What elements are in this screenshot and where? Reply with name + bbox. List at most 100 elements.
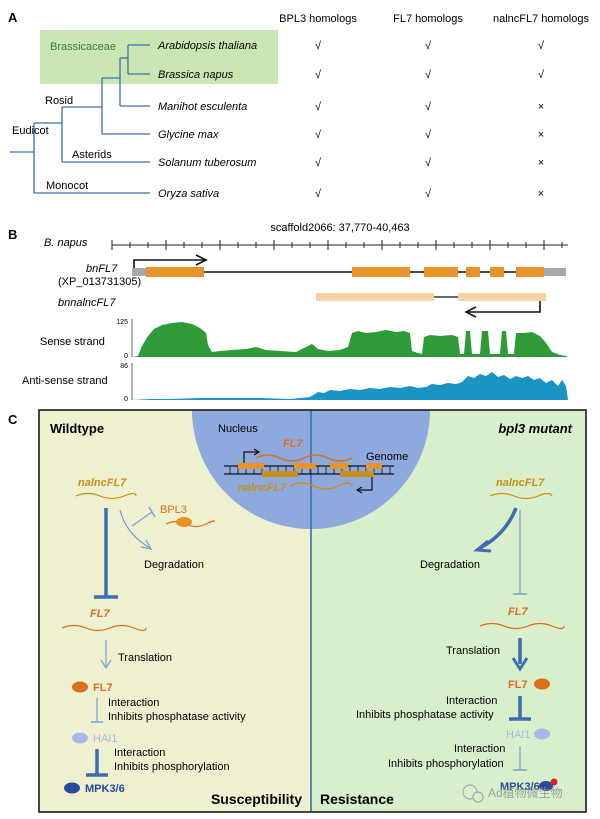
mut-fl7-protein-icon xyxy=(534,678,550,690)
fl7-exon-block xyxy=(366,463,382,469)
mut-degradation-label: Degradation xyxy=(420,559,480,571)
mark-fl7: √ xyxy=(425,101,432,113)
mut-hai1-protein-icon xyxy=(534,728,550,740)
mark-fl7: √ xyxy=(425,157,432,169)
species-label: B. napus xyxy=(44,237,88,249)
antisense-track-label: Anti-sense strand xyxy=(22,375,108,387)
wt-bpl3-label: BPL3 xyxy=(160,504,187,516)
wt-bpl3-inhibition xyxy=(131,511,153,527)
mark-nalncfl7: √ xyxy=(538,69,545,81)
wt-mpk-protein-icon xyxy=(64,782,80,794)
gene-exon xyxy=(352,267,410,277)
genome-locus: FL7 xyxy=(224,438,394,494)
wt-bpl3-binding-rna xyxy=(165,520,215,528)
col-header-fl7: FL7 homologs xyxy=(393,13,463,25)
nalnc-exon-block xyxy=(340,471,374,477)
antisense-track-max: 86 xyxy=(120,363,128,370)
lnc-exon xyxy=(458,293,546,301)
mark-fl7: √ xyxy=(425,69,432,81)
sense-coverage xyxy=(132,322,568,357)
wt-bpl3-protein xyxy=(176,517,192,527)
mark-nalncfl7: × xyxy=(538,188,544,200)
species-row: Arabidopsis thaliana √ √ √ xyxy=(157,40,545,52)
gene-id: (XP_013731305) xyxy=(58,276,141,288)
species-row: Oryza sativa √ √ × xyxy=(158,188,544,200)
col-header-nalncfl7: nalncFL7 homologs xyxy=(493,13,590,25)
lnc-arrowhead xyxy=(464,306,477,318)
species-row: Glycine max √ √ × xyxy=(158,129,544,141)
species-row: Brassica napus √ √ √ xyxy=(158,69,545,81)
species-name: Solanum tuberosum xyxy=(158,157,256,169)
wt-translation-arrowhead xyxy=(100,659,112,670)
fl7-tss-arrowhead xyxy=(253,448,261,456)
mut-degradation-arrowhead xyxy=(473,539,492,553)
wt-degradation-label: Degradation xyxy=(144,559,204,571)
ruler-ticks xyxy=(111,240,563,250)
panel-b-letter: B xyxy=(8,227,17,242)
panel-c: C Nucleus Genome FL7 xyxy=(8,409,587,813)
mut-nalncfl7-rna xyxy=(489,492,553,500)
lnc-direction-arrow xyxy=(468,301,541,313)
gene-exon xyxy=(516,267,544,277)
mut-translation-arrowhead xyxy=(511,657,529,672)
wt-translation-label: Translation xyxy=(118,652,172,664)
nalnc-tss-arrow xyxy=(358,477,373,491)
panel-c-frame xyxy=(38,409,587,813)
mut-translation-label: Translation xyxy=(446,645,500,657)
panel-a: A BPL3 homologs FL7 homologs nalncFL7 ho… xyxy=(8,10,589,200)
gene-arrowhead xyxy=(195,254,208,266)
wt-interaction2: Interaction xyxy=(114,747,165,759)
wt-fl7-mrna xyxy=(61,624,147,632)
mut-outcome: Resistance xyxy=(320,791,394,807)
mark-nalncfl7: × xyxy=(538,129,544,141)
panel-b: B scaffold2066: 37,770-40,463 B. napus b… xyxy=(8,222,568,403)
gene-exon xyxy=(466,267,480,277)
col-header-bpl3: BPL3 homologs xyxy=(279,13,357,25)
mutant-title: bpl3 mutant xyxy=(498,421,572,436)
mark-nalncfl7: × xyxy=(538,157,544,169)
mut-phosphate-icon xyxy=(550,778,558,786)
genome-label: Genome xyxy=(366,451,408,463)
clade-monocot: Monocot xyxy=(46,180,88,192)
wt-outcome: Susceptibility xyxy=(211,791,302,807)
gene-exon xyxy=(424,267,458,277)
wt-nalncfl7-rna xyxy=(75,492,137,500)
species-row: Solanum tuberosum √ √ × xyxy=(158,157,544,169)
species-row: Manihot esculenta √ √ × xyxy=(158,101,544,113)
antisense-coverage xyxy=(132,372,568,400)
sense-track-label: Sense strand xyxy=(40,336,105,348)
mut-mpk-label: MPK3/6 xyxy=(500,781,540,793)
fl7-exon-block xyxy=(294,463,316,469)
wt-mpk-label: MPK3/6 xyxy=(85,783,125,795)
species-name: Arabidopsis thaliana xyxy=(157,40,257,52)
mut-fl7-mrna-label: FL7 xyxy=(508,606,528,618)
species-name: Oryza sativa xyxy=(158,188,219,200)
gene-name: bnFL7 xyxy=(86,263,118,275)
mark-bpl3: √ xyxy=(315,157,322,169)
sense-track-max: 125 xyxy=(116,319,128,326)
wt-bpl3-inhibition-bar xyxy=(148,506,156,518)
nalnc-exon-block xyxy=(262,471,298,477)
mut-inhibits2: Inhibits phosphorylation xyxy=(388,758,504,770)
mut-hai1-label: HAI1 xyxy=(506,729,530,741)
brassicaceae-highlight xyxy=(40,30,278,84)
mark-nalncfl7: × xyxy=(538,101,544,113)
mark-fl7: √ xyxy=(425,40,432,52)
clade-asterids: Asterids xyxy=(72,149,112,161)
mut-fl7-protein-label: FL7 xyxy=(508,679,528,691)
lnc-exon xyxy=(316,293,434,301)
gene-direction-arrow xyxy=(133,259,204,271)
wt-fl7-mrna-label: FL7 xyxy=(90,608,110,620)
clade-eudicot: Eudicot xyxy=(12,125,49,137)
mark-bpl3: √ xyxy=(315,188,322,200)
gene-utr-left xyxy=(132,268,146,276)
wt-interaction1: Interaction xyxy=(108,697,159,709)
wt-fl7-protein-label: FL7 xyxy=(93,682,113,694)
fl7-tss-arrow xyxy=(243,451,258,466)
mut-fl7-mrna xyxy=(479,622,565,630)
species-name: Glycine max xyxy=(158,129,219,141)
mut-interaction1: Interaction xyxy=(446,695,497,707)
mark-nalncfl7: √ xyxy=(538,40,545,52)
mark-fl7: √ xyxy=(425,129,432,141)
